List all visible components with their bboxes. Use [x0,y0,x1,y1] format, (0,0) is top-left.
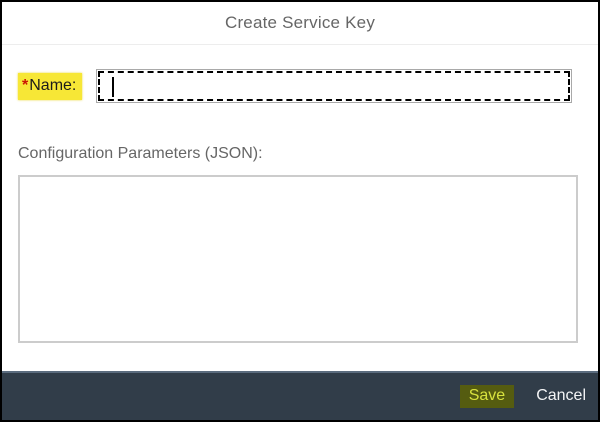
config-params-label: Configuration Parameters (JSON): [18,145,263,162]
dialog-title: Create Service Key [224,13,376,32]
name-label-text: Name: [29,77,77,94]
config-params-textarea[interactable] [18,175,578,343]
dialog-footer: Save Cancel [2,371,598,420]
name-label: *Name: [18,73,83,100]
name-input[interactable] [98,71,570,101]
cancel-button[interactable]: Cancel [532,385,590,408]
dialog-header: Create Service Key [2,2,598,45]
name-input-wrapper [96,69,572,103]
required-asterisk: * [22,77,29,94]
save-button[interactable]: Save [459,384,515,409]
